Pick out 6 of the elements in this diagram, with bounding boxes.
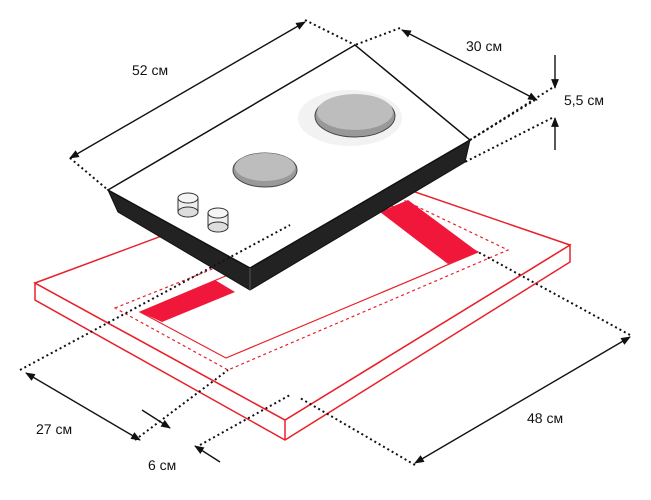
dimension-label: 52 см xyxy=(132,62,168,78)
dimension-label: 5,5 см xyxy=(564,92,604,108)
dimension-label: 30 см xyxy=(466,38,502,54)
dimension-label: 27 см xyxy=(36,421,72,437)
dimension-label: 48 см xyxy=(527,410,564,426)
dimension-label: 6 см xyxy=(148,457,176,473)
